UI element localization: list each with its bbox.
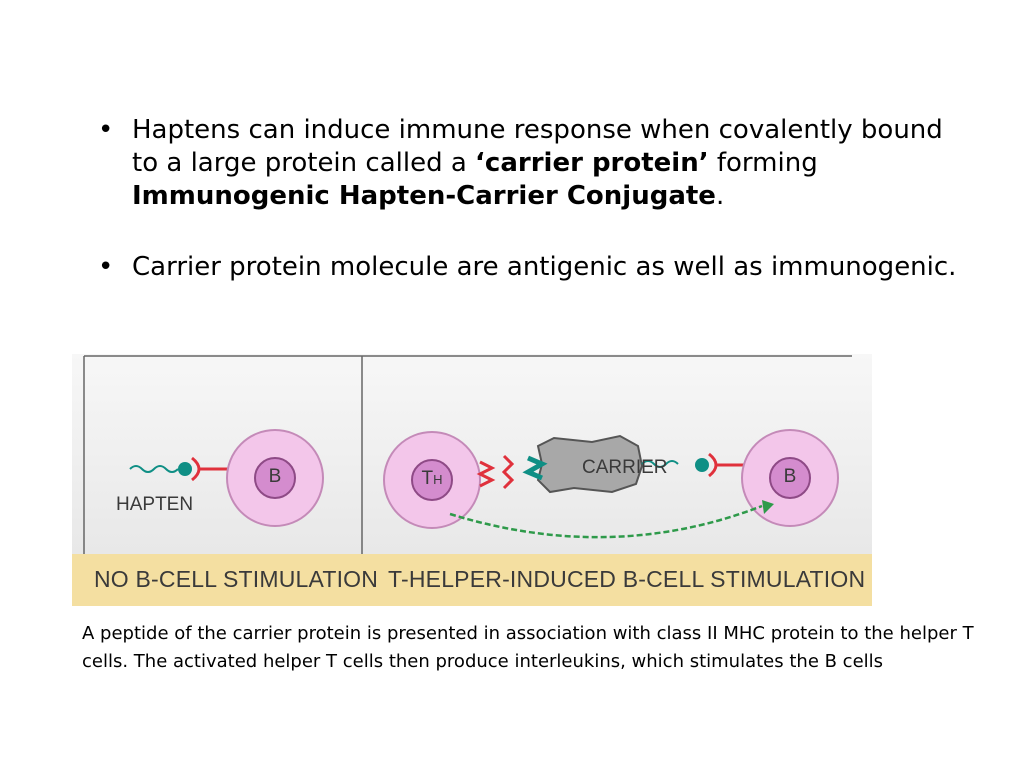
bullet-text: .: [715, 181, 725, 211]
t-helper-cell-label: TH: [412, 468, 452, 490]
carrier-peptide-icon: [522, 455, 548, 481]
carrier-label: CARRIER: [582, 457, 668, 478]
carrier-protein-icon: [536, 434, 644, 494]
right-b-cell-nucleus: [769, 457, 811, 499]
bullet-list: • Haptens can induce immune response whe…: [98, 114, 958, 284]
bullet-text: Haptens can induce immune response when …: [132, 115, 943, 178]
bullet-text: forming: [708, 148, 818, 178]
figure-description: A peptide of the carrier protein is pres…: [82, 623, 974, 672]
figure-drawing: [72, 354, 872, 606]
bullet-bold-conjugate: Immunogenic Hapten-Carrier Conjugate: [132, 181, 716, 211]
bullet-item-hapten-carrier: • Haptens can induce immune response whe…: [98, 114, 958, 213]
t-helper-label-main: T: [421, 468, 434, 489]
bullet-marker: •: [98, 115, 114, 145]
caption-no-b-cell-stimulation: NO B-CELL STIMULATION: [94, 566, 379, 592]
left-b-cell-label: B: [268, 466, 282, 487]
hapten-icon: [695, 458, 709, 472]
figure-caption-bar: [72, 554, 872, 606]
arrow-head-icon: [762, 500, 774, 514]
bullet-text: Carrier protein molecule are antigenic a…: [132, 252, 957, 282]
hapten-label: HAPTEN: [116, 494, 194, 515]
right-b-cell-label: B: [783, 466, 797, 487]
b-cell-receptor-icon: [191, 456, 201, 482]
left-b-cell-nucleus: [254, 457, 296, 499]
hapten-tail: [129, 465, 179, 473]
t-cell-receptor-icon: [476, 460, 496, 488]
bullet-marker: •: [98, 252, 114, 282]
t-cell-receptor-icon: [501, 454, 515, 490]
caption-t-helper-stimulation: T-HELPER-INDUCED B-CELL STIMULATION: [388, 566, 866, 592]
b-cell-receptor-icon: [708, 452, 718, 478]
hapten-icon: [178, 462, 192, 476]
t-helper-cell-nucleus: [411, 459, 453, 501]
bullet-bold-carrier-protein: ‘carrier protein’: [475, 148, 709, 178]
bullet-item-carrier-antigenic: • Carrier protein molecule are antigenic…: [98, 251, 958, 284]
t-helper-label-sub: H: [433, 472, 443, 487]
hapten-carrier-figure: NO B-CELL STIMULATION T-HELPER-INDUCED B…: [72, 354, 872, 606]
hapten-tail: [641, 460, 679, 468]
